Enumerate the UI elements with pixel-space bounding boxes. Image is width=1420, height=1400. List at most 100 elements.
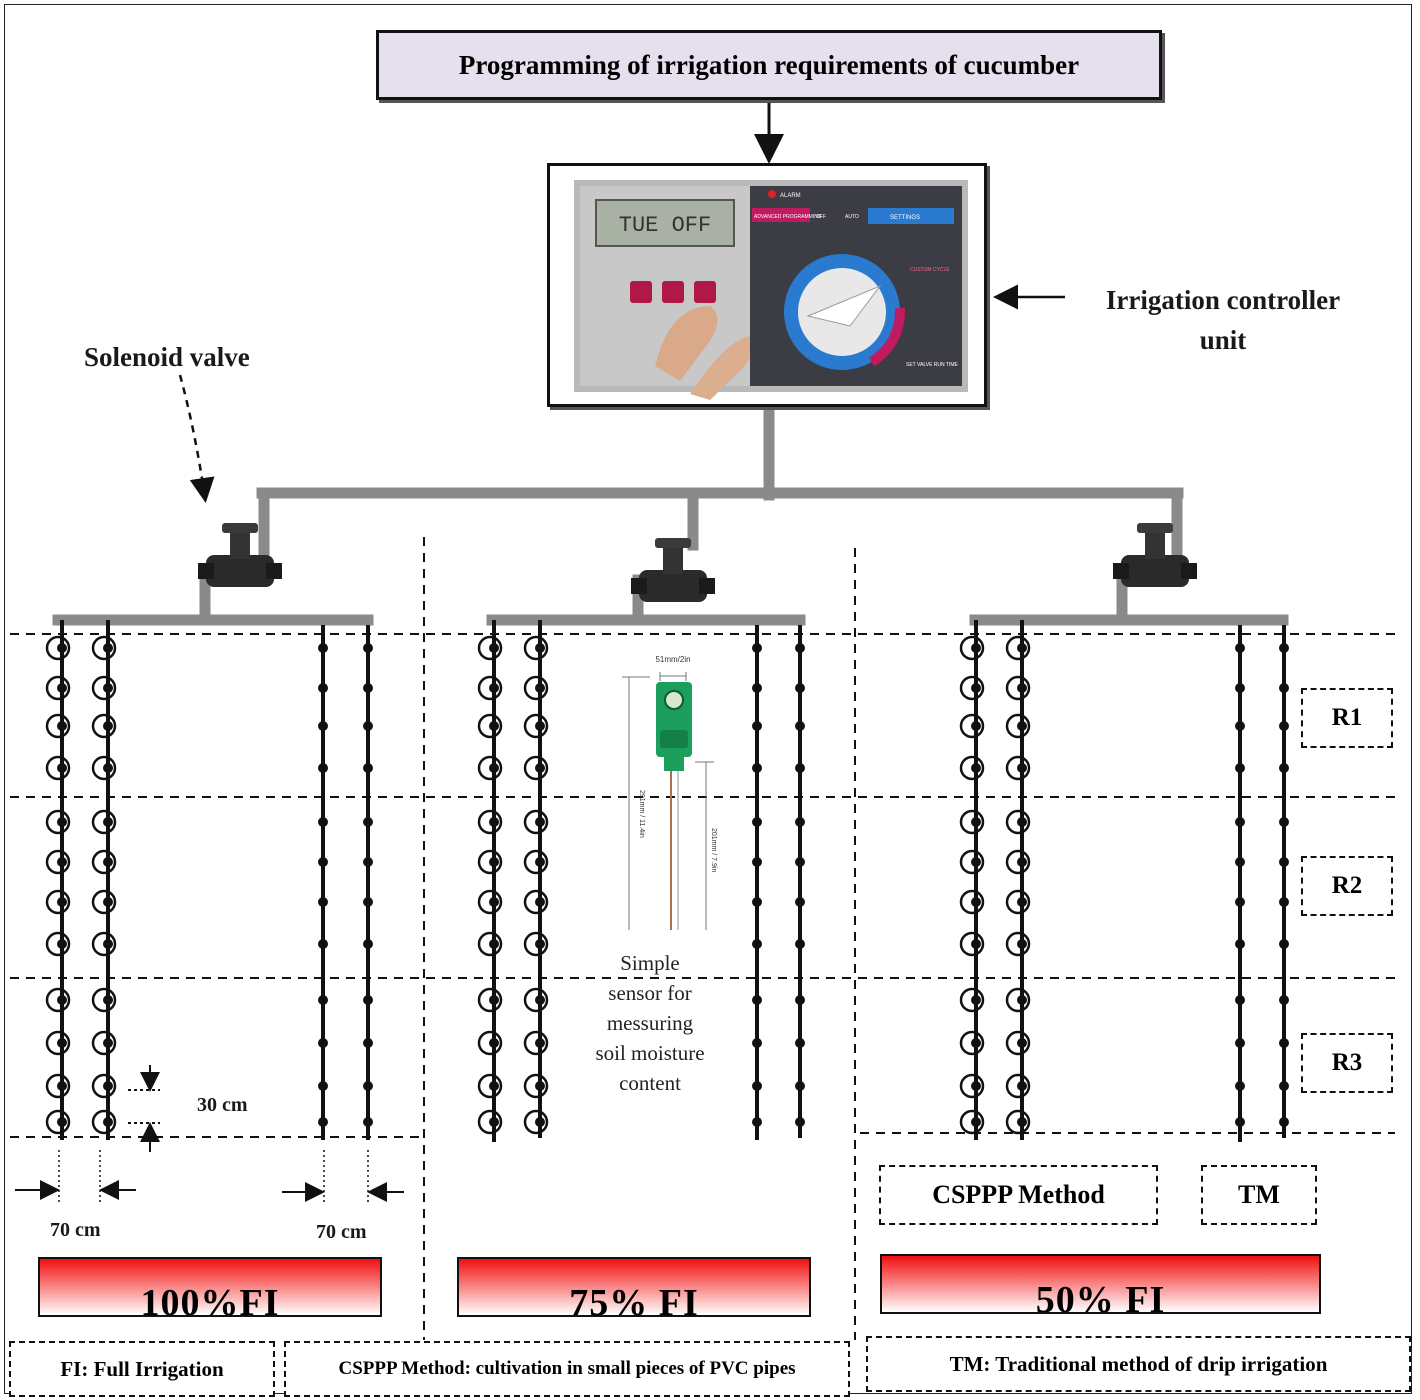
pvc-pipe-plant-marker — [91, 1109, 117, 1135]
dripper-point — [752, 1038, 762, 1048]
replicate-box-r1: R1 — [1301, 688, 1393, 748]
dripper-point — [57, 763, 67, 773]
replicate-label: R1 — [1331, 704, 1363, 731]
dripper-point — [1017, 857, 1027, 867]
sensor-dim-len1: 291mm / 11.4in — [638, 790, 645, 838]
controller-auto: AUTO — [845, 214, 859, 220]
treatment-label: 50% FI — [1035, 1279, 1166, 1314]
pvc-pipe-plant-marker — [91, 1030, 117, 1056]
dripper-point — [1279, 939, 1289, 949]
replicate-label: R3 — [1331, 1049, 1363, 1076]
dripper-point — [363, 939, 373, 949]
legend-csppp-text: CSPPP Method: cultivation in small piece… — [338, 1358, 796, 1379]
pvc-pipe-plant-marker — [959, 1109, 985, 1135]
pvc-pipe-plant-marker — [91, 675, 117, 701]
dripper-point — [103, 817, 113, 827]
dripper-point — [752, 643, 762, 653]
pvc-pipe-plant-marker — [91, 755, 117, 781]
row-spacing-label: 30 cm — [197, 1094, 248, 1116]
dripper-point — [535, 1038, 545, 1048]
dripper-point — [971, 995, 981, 1005]
dripper-point — [971, 817, 981, 827]
dripper-point — [752, 897, 762, 907]
sensor-caption-line: messuring — [606, 1011, 694, 1035]
dripper-point — [103, 1038, 113, 1048]
pvc-pipe-plant-marker — [477, 675, 503, 701]
dripper-point — [1279, 643, 1289, 653]
controller-photo: TUE OFF ALARM ADVANCED PROGRAMMING SETTI… — [547, 163, 987, 407]
pvc-pipe-plant-marker — [959, 713, 985, 739]
pvc-pipe-plant-marker — [91, 849, 117, 875]
lateral-spacing-label-right: 70 cm — [316, 1221, 367, 1243]
pvc-pipe-plant-marker — [523, 1073, 549, 1099]
dripper-point — [318, 763, 328, 773]
pvc-pipe-plant-marker — [477, 849, 503, 875]
pvc-pipe-plant-marker — [959, 931, 985, 957]
dripper-point — [535, 643, 545, 653]
main-pipe-network — [52, 401, 1289, 626]
pvc-pipe-plant-marker — [1005, 809, 1031, 835]
dripper-point — [363, 763, 373, 773]
dripper-point — [535, 1117, 545, 1127]
dripper-point — [1017, 1117, 1027, 1127]
dripper-point — [1017, 1081, 1027, 1091]
pvc-pipe-plant-marker — [477, 1109, 503, 1135]
dripper-point — [1235, 721, 1245, 731]
dripper-point — [363, 995, 373, 1005]
treatment-bar-100: 100%FI — [38, 1257, 382, 1317]
dripper-point — [1279, 857, 1289, 867]
dripper-point — [971, 857, 981, 867]
dripper-point — [1279, 1117, 1289, 1127]
pvc-pipe-plant-marker — [523, 1109, 549, 1135]
dripper-point — [1017, 817, 1027, 827]
pvc-pipe-plant-marker — [959, 889, 985, 915]
dripper-point — [1235, 683, 1245, 693]
dripper-point — [103, 897, 113, 907]
replicate-dividers — [10, 537, 1395, 1340]
dripper-point — [489, 995, 499, 1005]
dripper-point — [535, 857, 545, 867]
dripper-point — [1235, 763, 1245, 773]
dripper-point — [103, 995, 113, 1005]
pvc-pipe-plant-marker — [91, 635, 117, 661]
dripper-point — [535, 763, 545, 773]
dripper-point — [57, 897, 67, 907]
dripper-point — [1279, 817, 1289, 827]
csppp-method-label: CSPPP Method — [932, 1180, 1105, 1209]
replicate-label: R2 — [1331, 872, 1363, 899]
dripper-point — [1017, 763, 1027, 773]
pvc-pipe-plant-marker — [477, 1073, 503, 1099]
dripper-point — [795, 643, 805, 653]
dripper-point — [971, 1117, 981, 1127]
pvc-pipe-plant-marker — [959, 1030, 985, 1056]
dripper-point — [971, 939, 981, 949]
sensor-dim-top: 51mm/2in — [655, 655, 690, 664]
dripper-point — [752, 683, 762, 693]
dripper-point — [535, 995, 545, 1005]
replicate-box-r3: R3 — [1301, 1033, 1393, 1093]
dripper-point — [971, 897, 981, 907]
pvc-pipe-plant-marker — [959, 1073, 985, 1099]
pvc-pipe-plant-marker — [45, 849, 71, 875]
legend-fi: FI: Full Irrigation — [9, 1341, 275, 1397]
dripper-point — [489, 1038, 499, 1048]
dripper-point — [1235, 857, 1245, 867]
tm-method-box: TM — [1201, 1165, 1317, 1225]
solenoid-valve — [198, 523, 282, 587]
pvc-pipe-plant-marker — [523, 987, 549, 1013]
solenoid-pointer-arrow — [178, 374, 215, 503]
pvc-pipe-plant-marker — [1005, 675, 1031, 701]
dripper-point — [1017, 995, 1027, 1005]
dripper-point — [1017, 683, 1027, 693]
legend-tm: TM: Traditional method of drip irrigatio… — [866, 1336, 1411, 1392]
dripper-point — [752, 817, 762, 827]
dripper-point — [489, 897, 499, 907]
dripper-point — [1279, 721, 1289, 731]
pvc-pipe-plant-marker — [959, 849, 985, 875]
dripper-point — [795, 683, 805, 693]
pvc-pipe-plant-marker — [959, 635, 985, 661]
pvc-pipe-plant-marker — [523, 635, 549, 661]
dripper-point — [1235, 1038, 1245, 1048]
dripper-point — [752, 1081, 762, 1091]
dripper-point — [1279, 1038, 1289, 1048]
